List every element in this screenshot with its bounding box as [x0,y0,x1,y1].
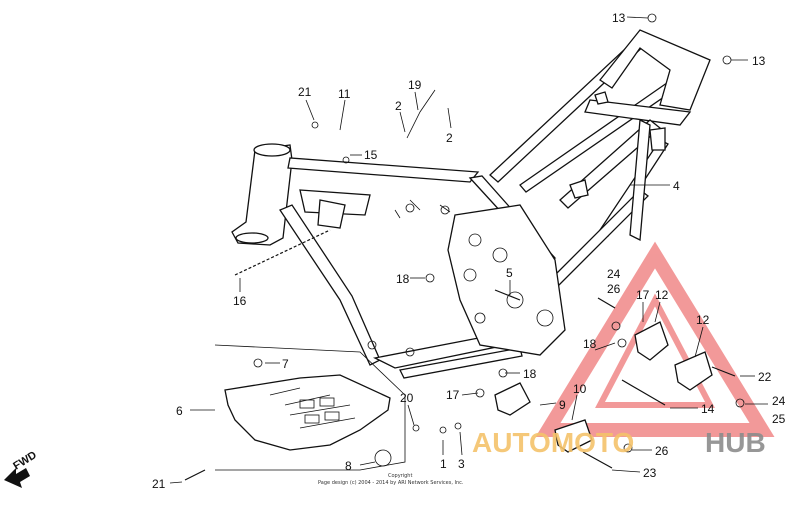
callout-12-right: 12 [696,313,710,327]
callout-22: 22 [758,370,772,384]
callout-11: 11 [338,87,351,101]
skid-plate [214,344,406,471]
callout-26-top: 26 [607,282,621,296]
callout-1: 1 [440,457,447,471]
callout-15: 15 [364,148,378,162]
callout-21-top: 21 [298,85,312,99]
engine-hangers [494,321,713,453]
callout-24-right: 24 [772,394,786,408]
callout-17-right: 17 [636,288,650,302]
callout-9: 9 [559,398,566,412]
callout-21-bottom: 21 [152,477,166,491]
callout-7: 7 [282,357,289,371]
callout-13-top: 13 [612,11,626,25]
copyright-line-1: Copyright [388,473,412,479]
fwd-arrow: FWD [4,449,39,488]
callout-24-top: 24 [607,267,621,281]
main-frame [231,29,711,379]
bolts [184,13,745,481]
callout-3: 3 [458,457,465,471]
callout-25: 25 [772,412,786,426]
callout-2-right: 2 [446,131,453,145]
callout-2-left: 2 [395,99,402,113]
callout-12-left: 12 [655,288,669,302]
callout-6: 6 [176,404,183,418]
callout-19: 19 [408,78,422,92]
callout-18-center: 18 [396,272,410,286]
watermark-part-2: HUB [705,427,766,458]
callout-labels: 13 13 21 11 19 2 2 15 4 16 18 5 24 26 17… [152,11,786,491]
callout-18-right: 18 [583,337,597,351]
callout-20: 20 [400,391,414,405]
watermark-logo [535,241,775,437]
callout-16: 16 [233,294,247,308]
callout-23: 23 [643,466,657,480]
callout-13-right: 13 [752,54,766,68]
watermark-text: AUTOMOTO HUB [472,427,766,458]
callout-26-lower: 26 [655,444,669,458]
callout-4: 4 [673,179,680,193]
fwd-arrow-icon [4,468,30,488]
copyright-line-2: Page design (c) 2004 - 2014 by ARI Netwo… [318,480,464,486]
watermark-part-1: AUTOMOTO [472,427,634,458]
callout-5: 5 [506,266,513,280]
callout-10: 10 [573,382,587,396]
callout-18-lower: 18 [523,367,537,381]
callout-14: 14 [701,402,715,416]
callout-8: 8 [345,459,352,473]
leader-lines [169,16,768,484]
callout-17-lower: 17 [446,388,460,402]
